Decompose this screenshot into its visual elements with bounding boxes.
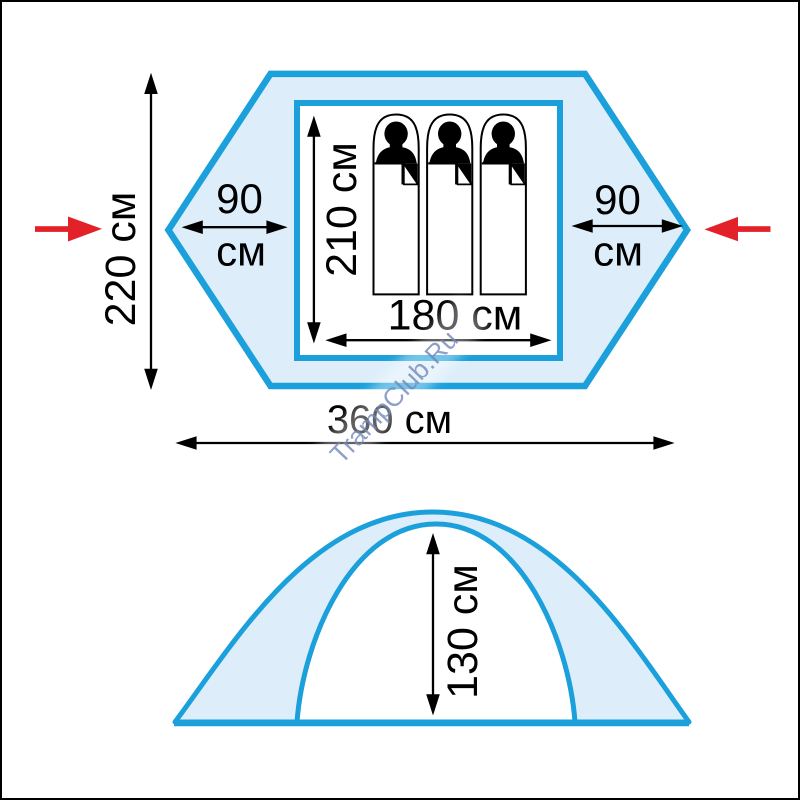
- svg-text:90: 90: [216, 175, 263, 222]
- svg-text:см: см: [216, 228, 266, 275]
- svg-text:90: 90: [594, 176, 641, 223]
- svg-text:130 см: 130 см: [439, 564, 487, 699]
- svg-text:210 см: 210 см: [318, 142, 366, 277]
- svg-text:см: см: [593, 228, 643, 275]
- svg-text:220 см: 220 см: [97, 192, 145, 327]
